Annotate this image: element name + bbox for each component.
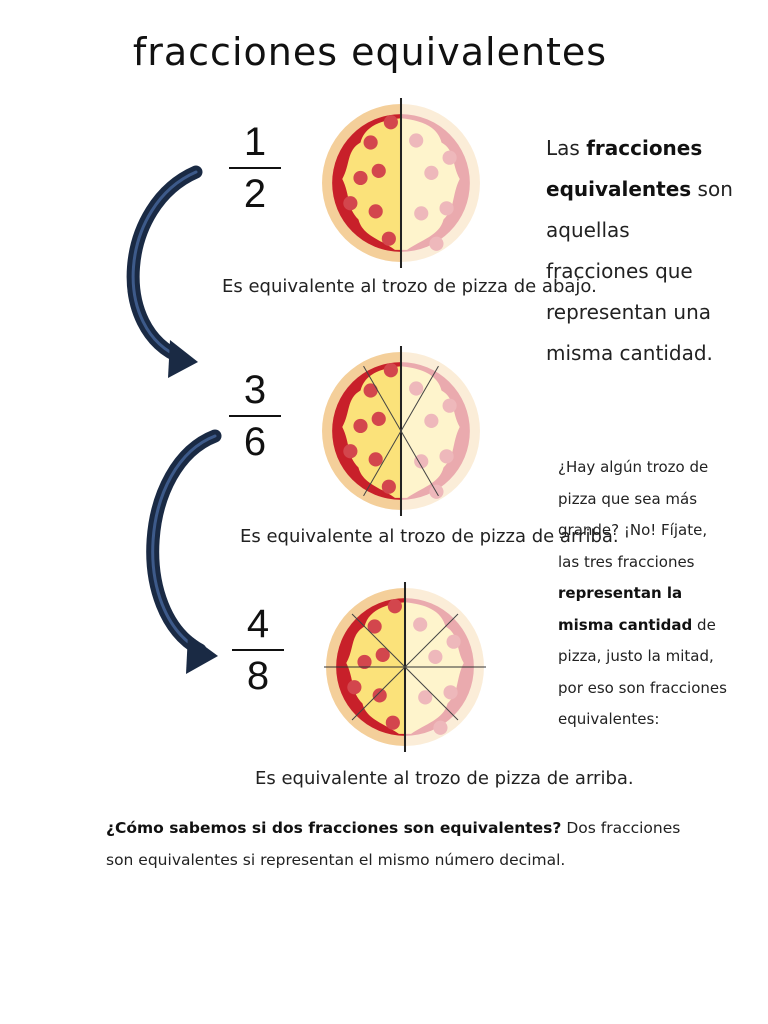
fraction-bar	[229, 415, 281, 417]
definition-bold: fracciones equivalentes	[546, 136, 703, 201]
arrow-bottom-icon	[146, 429, 222, 674]
caption-second: Es equivalente al trozo de pizza de arri…	[240, 526, 619, 547]
fraction-three-sixths: 3 6	[225, 368, 285, 464]
question-text: ¿Cómo sabemos si dos fracciones son equi…	[106, 812, 706, 876]
fraction-four-eighths: 4 8	[228, 602, 288, 698]
question-rest: Dos fracciones son equivalentes si repre…	[106, 819, 681, 869]
caption-first: Es equivalente al trozo de pizza de abaj…	[222, 276, 597, 297]
fraction-numerator: 3	[243, 368, 267, 412]
note-text: ¿Hay algún trozo de pizza que sea más gr…	[558, 452, 728, 736]
fraction-bar	[229, 167, 281, 169]
page-title: fracciones equivalentes	[132, 30, 608, 74]
pizza-eighths-icon	[324, 581, 486, 753]
pizza-sixths-icon	[322, 345, 482, 517]
fraction-numerator: 1	[243, 120, 267, 164]
definition-prefix: Las	[546, 136, 587, 160]
fraction-denominator: 2	[243, 172, 267, 216]
fraction-one-half: 1 2	[225, 120, 285, 216]
fraction-bar	[232, 649, 284, 651]
arrow-top-icon	[126, 165, 203, 378]
definition-suffix: son aquellas fracciones que representan …	[546, 177, 733, 365]
definition-text: Las fracciones equivalentes son aquellas…	[546, 128, 736, 374]
question-bold: ¿Cómo sabemos si dos fracciones son equi…	[106, 819, 562, 837]
caption-third: Es equivalente al trozo de pizza de arri…	[255, 768, 634, 789]
note-bold: representan la misma cantidad	[558, 584, 693, 634]
note-part2: de pizza, justo la mitad, por eso son fr…	[558, 615, 727, 729]
fraction-denominator: 8	[246, 654, 270, 698]
note-part1: ¿Hay algún trozo de pizza que sea más gr…	[558, 458, 709, 571]
pizza-half-icon	[322, 97, 482, 269]
fraction-denominator: 6	[243, 420, 267, 464]
fraction-numerator: 4	[246, 602, 270, 646]
